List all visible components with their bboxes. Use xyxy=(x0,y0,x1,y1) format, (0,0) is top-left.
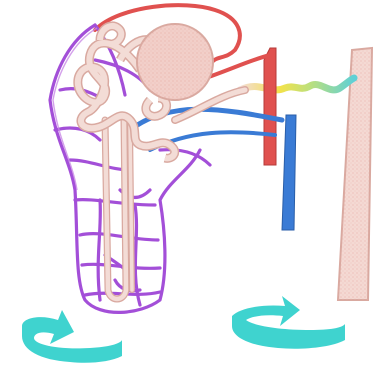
curved-flow-arrow-icon xyxy=(232,296,345,349)
curved-flow-arrow-icon xyxy=(22,310,122,363)
right-flow-arrow xyxy=(232,296,345,349)
glomerulus xyxy=(137,24,213,100)
loop-of-henle xyxy=(105,120,132,299)
left-flow-arrow xyxy=(22,310,122,363)
connecting-tubule xyxy=(240,78,354,90)
